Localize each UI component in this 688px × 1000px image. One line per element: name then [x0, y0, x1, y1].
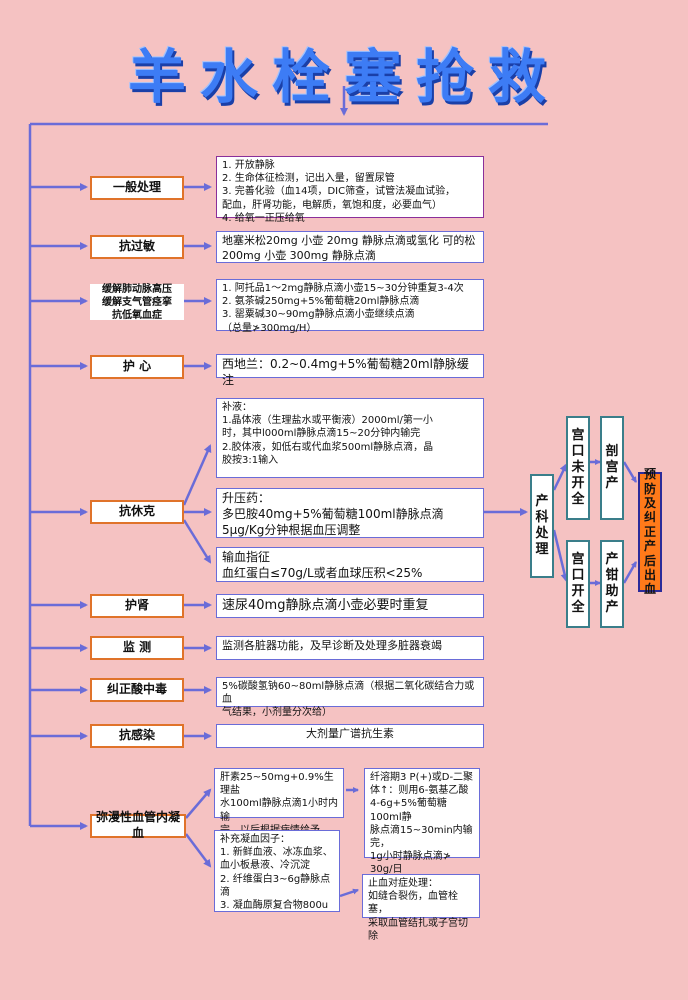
detail-general-treatment: 1. 开放静脉 2. 生命体征检测，记出入量，留置尿管 3. 完善化验（血14项… [216, 156, 484, 224]
cesarean-section: 剖 宫 产 [600, 416, 624, 520]
label-monitoring: 监 测 [90, 636, 184, 660]
label-anti-infection: 抗感染 [90, 724, 184, 748]
page-title: 羊水栓塞抢救 [127, 43, 560, 111]
detail-kidney-protection: 速尿40mg静脉点滴小壶必要时重复 [216, 594, 484, 618]
cervix-not-fully-dilated: 宫 口 未 开 全 [566, 416, 590, 520]
detail-shock-transfusion: 输血指征 血红蛋白≤70g/L或者血球压积<25% [216, 547, 484, 582]
label-pulmonary: 缓解肺动脉高压 缓解支气管痉挛 抗低氧血症 [90, 284, 184, 321]
detail-pulmonary: 1. 阿托品1～2mg静脉点滴小壶15~30分钟重复3-4次 2. 氨茶碱250… [216, 279, 484, 334]
label-anti-shock: 抗休克 [90, 500, 184, 524]
cervix-fully-dilated: 宫 口 开 全 [566, 540, 590, 628]
detail-anti-allergy: 地塞米松20mg 小壶 20mg 静脉点滴或氢化 可的松 200mg 小壶 30… [216, 231, 484, 263]
detail-dic-fibrinolysis: 纤溶期3 P(+)或D-二聚 体↑：则用6-氨基乙酸 4-6g+5%葡萄糖100… [364, 768, 480, 875]
detail-shock-pressor: 升压药： 多巴胺40mg+5%葡萄糖100ml静脉点滴 5μg/Kg分钟根据血压… [216, 488, 484, 538]
detail-anti-infection: 大剂量广谱抗生素 [216, 724, 484, 748]
detail-heart-protection: 西地兰：0.2~0.4mg+5%葡萄糖20ml静脉缓注 [216, 354, 484, 387]
label-anti-allergy: 抗过敏 [90, 235, 184, 259]
label-heart-protection: 护 心 [90, 355, 184, 379]
detail-monitoring: 监测各脏器功能，及早诊断及处理多脏器衰竭 [216, 636, 484, 660]
label-acidosis-correction: 纠正酸中毒 [90, 678, 184, 702]
obstetric-management: 产 科 处 理 [530, 474, 554, 578]
detail-dic-hemostasis: 止血对症处理： 如缝合裂伤，血管栓塞， 采取血管结扎或子宫切除 [362, 874, 480, 942]
detail-dic-coagulation-factors: 补充凝血因子： 1. 新鲜血液、冰冻血浆、 血小板悬液、冷沉淀 2. 纤维蛋白3… [214, 830, 340, 912]
detail-acidosis-correction: 5%碳酸氢钠60~80ml静脉点滴（根据二氧化碳结合力或血 气结果，小剂量分次给… [216, 677, 484, 718]
label-dic: 弥漫性血管内凝血 [90, 810, 186, 840]
detail-shock-fluid: 补液： 1.晶体液（生理盐水或平衡液）2000ml/第一小 时，其中l000ml… [216, 398, 484, 478]
forceps-delivery: 产 钳 助 产 [600, 540, 624, 628]
label-general-treatment: 一般处理 [90, 176, 184, 200]
label-kidney-protection: 护肾 [90, 594, 184, 618]
prevent-postpartum-hemorrhage: 预 防 及 纠 正 产 后 出 血 [638, 467, 662, 596]
detail-dic-heparin: 肝素25~50mg+0.9%生理盐 水100ml静脉点滴1小时内输 完，以后根据… [214, 768, 344, 836]
